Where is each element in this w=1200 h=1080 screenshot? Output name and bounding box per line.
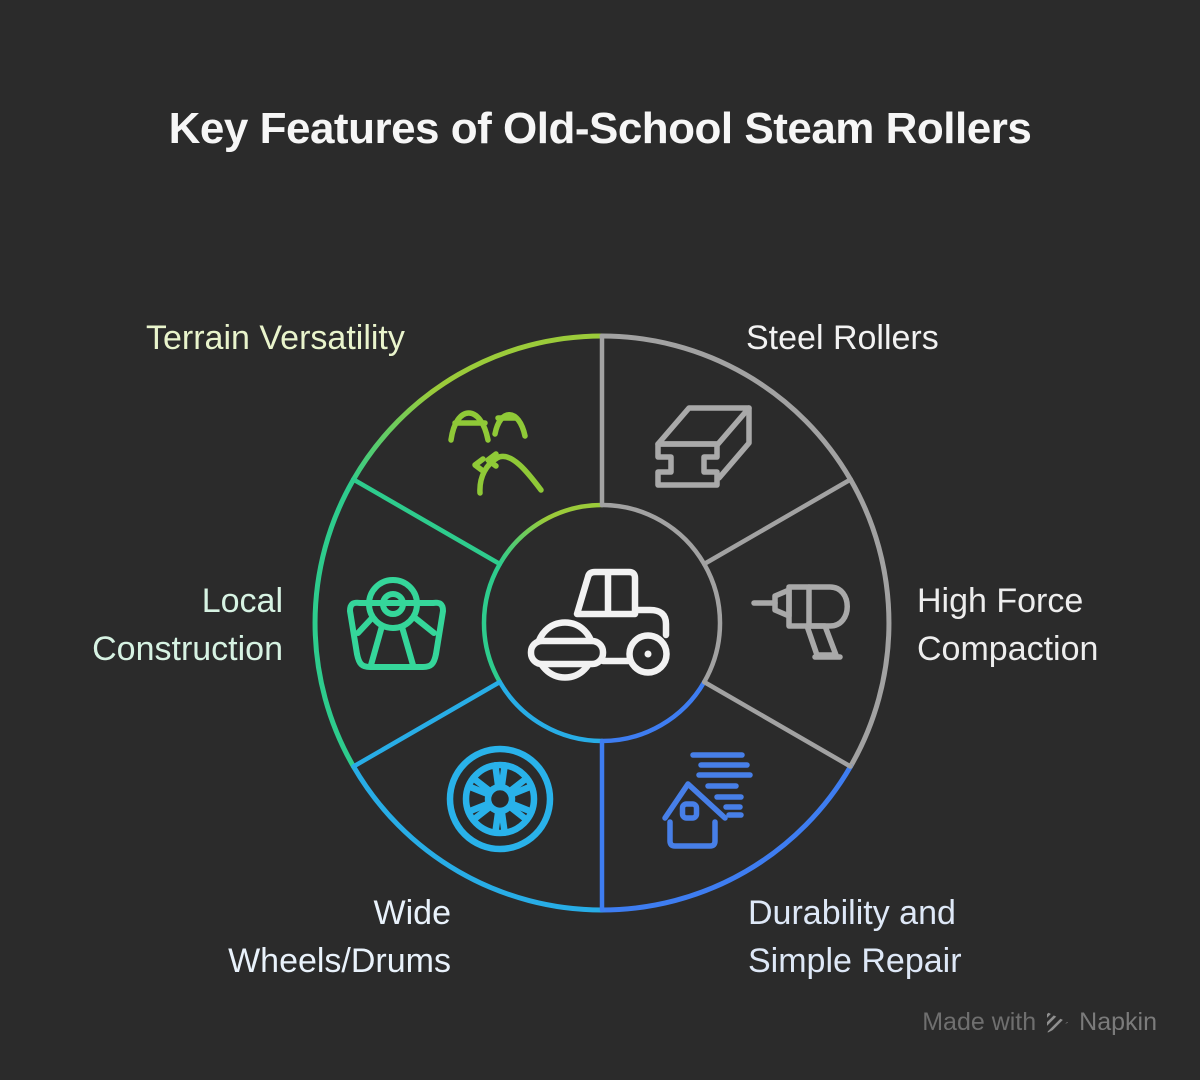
- made-with-text: Made with: [922, 1008, 1037, 1036]
- label-line: Wide: [373, 894, 451, 932]
- divider-lower-right: [701, 679, 853, 769]
- high-force-inner-arc: [701, 561, 723, 685]
- wide-inner-arc: [497, 679, 605, 744]
- divider-upper-right: [701, 477, 853, 567]
- terrain-inner-arc: [497, 502, 605, 567]
- napkin-logo-icon: [1047, 1012, 1069, 1033]
- made-with-napkin-watermark: Made with Napkin: [922, 1008, 1157, 1037]
- wide-outer-arc: [351, 764, 605, 913]
- high-force-outer-arc: [848, 477, 892, 769]
- steam-roller-icon: [527, 568, 670, 681]
- mountain-road-icon: [448, 410, 544, 496]
- local-inner-arc: [481, 561, 503, 685]
- segment-outer-arcs: [312, 333, 892, 913]
- label-durability-simple-repair: Durability and Simple Repair: [748, 889, 962, 985]
- steel-beam-icon: [655, 405, 752, 488]
- drill-icon: [751, 584, 850, 660]
- label-line: Simple Repair: [748, 942, 962, 980]
- label-terrain-versatility: Terrain Versatility: [146, 319, 405, 357]
- steel-outer-arc: [599, 333, 853, 482]
- divider-lower-left: [351, 679, 503, 769]
- label-steel-rollers: Steel Rollers: [746, 319, 939, 357]
- label-line: Local: [201, 582, 283, 620]
- local-outer-arc: [312, 477, 356, 769]
- durability-inner-arc: [599, 679, 707, 744]
- wheel-icon: [446, 745, 554, 853]
- label-local-construction: Local Construction: [33, 577, 283, 673]
- divider-upper-left: [351, 477, 503, 567]
- label-line: Construction: [92, 630, 283, 668]
- durability-outer-arc: [599, 764, 853, 913]
- construction-hopper-icon: [347, 577, 446, 670]
- label-line: High Force: [917, 582, 1084, 620]
- label-line: Compaction: [917, 630, 1099, 668]
- steel-inner-arc: [599, 502, 707, 567]
- segment-inner-arcs: [481, 502, 723, 744]
- napkin-brand-text: Napkin: [1079, 1008, 1157, 1036]
- label-high-force-compaction: High Force Compaction: [917, 577, 1098, 673]
- terrain-outer-arc: [351, 333, 605, 482]
- segment-dividers: [351, 333, 853, 913]
- house-wind-icon: [662, 752, 753, 849]
- page-title: Key Features of Old-School Steam Rollers: [168, 104, 1032, 153]
- label-line: Wheels/Drums: [228, 942, 451, 980]
- label-wide-wheels-drums: Wide Wheels/Drums: [171, 889, 451, 985]
- label-line: Durability and: [748, 894, 956, 932]
